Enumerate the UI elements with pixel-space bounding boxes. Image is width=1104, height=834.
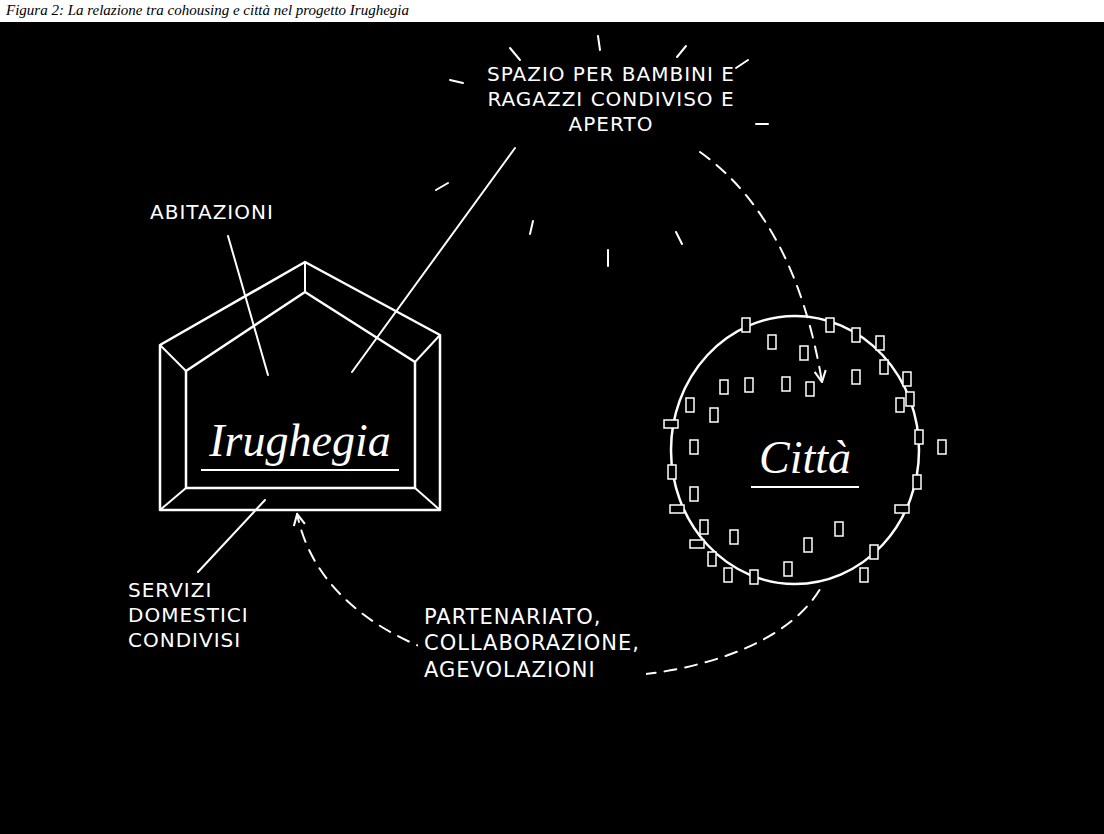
edge-label: PARTENARIATO, COLLABORAZIONE, AGEVOLAZIO… [418,602,646,685]
building-mark [782,377,790,391]
building-mark [806,382,814,396]
building-mark [896,398,904,412]
building-mark [742,318,750,332]
building-mark [690,487,698,501]
house-corner-line [415,488,440,510]
building-mark [880,360,888,374]
building-mark [876,336,884,350]
building-mark [784,562,792,576]
figure-caption: Figura 2: La relazione tra cohousing e c… [6,2,409,19]
building-mark [686,398,694,412]
house-corner-line [304,262,306,292]
callout-label: SERVIZI DOMESTICI CONDIVISI [128,578,249,653]
node-text-holder: Irughegia [158,416,442,471]
house-corner-line [160,488,186,510]
building-mark [804,538,812,552]
node-text-holder: Città [660,433,950,488]
building-mark [690,540,704,548]
building-mark [938,440,946,454]
building-mark [700,520,708,534]
leader-line [228,236,268,375]
callout-label: ABITAZIONI [150,200,274,225]
building-mark [852,370,860,384]
building-mark [870,545,878,559]
node-outline [158,258,442,514]
building-mark [664,420,678,428]
callout-label: SPAZIO PER BAMBINI E RAGAZZI CONDIVISO E… [476,62,746,137]
house-inner-outline [186,292,415,488]
building-mark [768,335,776,349]
building-mark [750,570,758,584]
building-mark [800,346,808,360]
house-corner-line [415,335,440,362]
building-mark [895,505,909,513]
building-mark [730,530,738,544]
building-mark [668,465,676,479]
city-circle: Città [660,305,950,590]
building-mark [745,378,753,392]
building-mark [708,552,716,566]
building-mark [826,318,834,332]
building-mark [690,440,698,454]
building-mark [710,408,718,422]
city-outline [671,316,919,584]
radiating-strokes [436,36,768,266]
building-mark [903,372,911,386]
house-node: Irughegia [158,258,442,514]
node-title: Città [751,433,859,488]
building-mark [835,522,843,536]
house-corner-line [160,345,186,371]
building-mark [852,328,860,342]
building-mark [906,392,914,406]
house-outline [160,262,440,510]
node-title: Irughegia [201,416,398,471]
building-mark [670,505,684,513]
building-mark [915,430,923,444]
dashed-arrow [700,152,822,382]
building-mark [724,568,732,582]
building-mark [913,475,921,489]
building-mark [720,380,728,394]
building-mark [860,568,868,582]
